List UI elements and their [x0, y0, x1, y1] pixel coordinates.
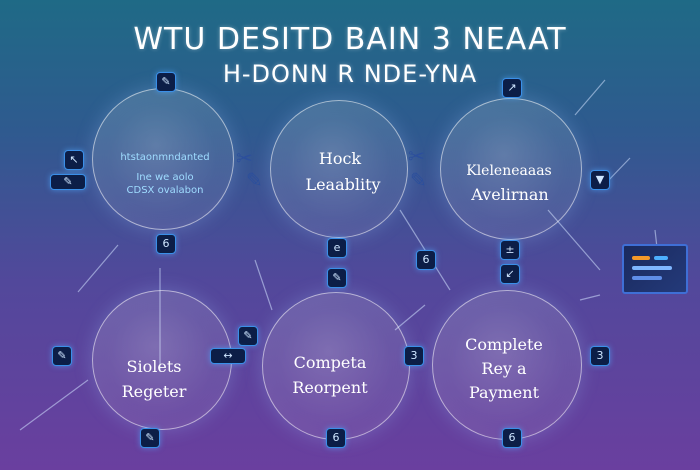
- marker-badge: 6: [326, 428, 346, 448]
- marker-badge: 3: [404, 346, 424, 366]
- node-top-right-line-2: Avelirnan: [471, 185, 549, 204]
- pencil-icon: ✎: [238, 326, 258, 346]
- marker-badge: e: [327, 238, 347, 258]
- wrench-icon: ✎: [410, 168, 427, 192]
- arrow-icon: ↔: [210, 348, 246, 364]
- marker-badge: 6: [156, 234, 176, 254]
- node-bottom-left-line-1: Siolets: [126, 357, 182, 376]
- pencil-icon: ✎: [140, 428, 160, 448]
- node-top-left-line-3: CDSX ovalabon: [126, 185, 204, 196]
- node-bottom-right-line-3: Payment: [469, 383, 539, 402]
- title-line-2: H-DONN R NDE-YNA: [222, 60, 478, 88]
- wrench-icon: ✂: [236, 146, 253, 170]
- connector-line: [574, 79, 606, 116]
- title-line-1: WTU DESITD BAIN 3 NEAAT: [133, 22, 567, 57]
- marker-badge: 3: [590, 346, 610, 366]
- connector-line: [77, 244, 119, 293]
- screen-icon: [622, 244, 688, 294]
- connector-line: [579, 294, 601, 301]
- screen-bar: [632, 276, 662, 280]
- arrow-icon: ↙: [500, 264, 520, 284]
- pencil-icon: ✎: [156, 72, 176, 92]
- arrow-icon: ▼: [590, 170, 610, 190]
- node-top-left-line-1: htstaonmndanted: [120, 152, 210, 163]
- screen-bar: [632, 266, 672, 270]
- node-circle-top-right: [440, 98, 582, 240]
- node-top-middle-line-2: Leaablity: [305, 175, 381, 194]
- screen-bar: [632, 256, 650, 260]
- pencil-icon: ✎: [327, 268, 347, 288]
- marker-badge: ±: [500, 240, 520, 260]
- node-circle-bottom-right: [432, 290, 582, 440]
- wrench-icon: ✂: [408, 144, 425, 168]
- node-top-middle-line-1: Hock: [318, 149, 362, 168]
- connector-line: [254, 259, 273, 311]
- pencil-icon: ✎: [52, 346, 72, 366]
- connector-line: [19, 379, 89, 431]
- marker-badge: 6: [502, 428, 522, 448]
- arrow-icon: ↗: [502, 78, 522, 98]
- node-bottom-right-line-1: Complete: [465, 335, 543, 354]
- screen-bar: [654, 256, 668, 260]
- wrench-icon: ✎: [246, 168, 263, 192]
- node-bottom-middle-line-2: Reorpent: [292, 378, 368, 397]
- node-top-left-line-2: Ine we aolo: [136, 172, 194, 183]
- node-circle-bottom-middle: [262, 292, 410, 440]
- connector-line: [394, 304, 426, 331]
- marker-badge: 6: [416, 250, 436, 270]
- node-top-right-line-1: Kleleneaaas: [466, 163, 552, 179]
- node-bottom-middle-line-1: Competa: [293, 353, 367, 372]
- arrow-icon: ↖: [64, 150, 84, 170]
- node-bottom-right-line-2: Rey a: [481, 359, 527, 378]
- node-circle-top-middle: [270, 100, 408, 238]
- pencil-icon: ✎: [50, 174, 86, 190]
- node-bottom-left-line-2: Regeter: [121, 382, 187, 401]
